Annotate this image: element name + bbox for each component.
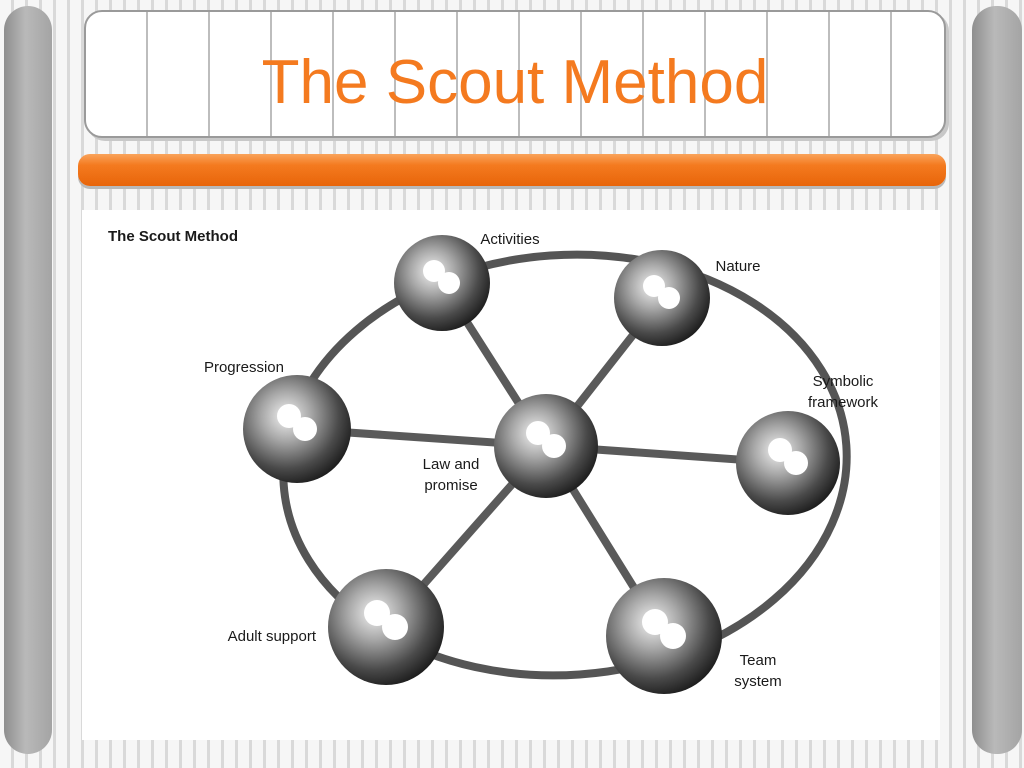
left-decorative-bar [4, 6, 52, 754]
sphere-team-system [606, 578, 722, 694]
label-team-system: Team system [722, 650, 794, 692]
label-symbolic-framework: Symbolic framework [795, 371, 891, 413]
label-symbolic-line2: framework [807, 394, 878, 411]
label-adult-support: Adult support [227, 628, 316, 645]
label-center-line1: Law and [422, 456, 480, 473]
sphere-law-and-promise [494, 394, 598, 498]
diagram-heading: The Scout Method [108, 228, 238, 245]
label-activities: Activities [480, 231, 540, 248]
sphere-adult-support [328, 569, 444, 685]
slide-title: The Scout Method [261, 48, 769, 117]
label-team-line1: Team [739, 652, 777, 669]
accent-bar [78, 154, 946, 186]
label-nature: Nature [715, 258, 761, 275]
title-frame [84, 10, 946, 138]
outer-ring [279, 250, 851, 680]
label-progression: Progression [203, 359, 284, 376]
label-center-line2: promise [424, 477, 478, 494]
sphere-nature [614, 250, 710, 346]
label-symbolic-line1: Symbolic [812, 373, 874, 390]
sphere-activities [394, 235, 490, 331]
label-team-line2: system [734, 673, 782, 690]
right-decorative-bar [972, 6, 1022, 754]
sphere-symbolic-framework [736, 411, 840, 515]
sphere-progression [243, 375, 351, 483]
label-law-and-promise: Law and promise [412, 454, 490, 496]
